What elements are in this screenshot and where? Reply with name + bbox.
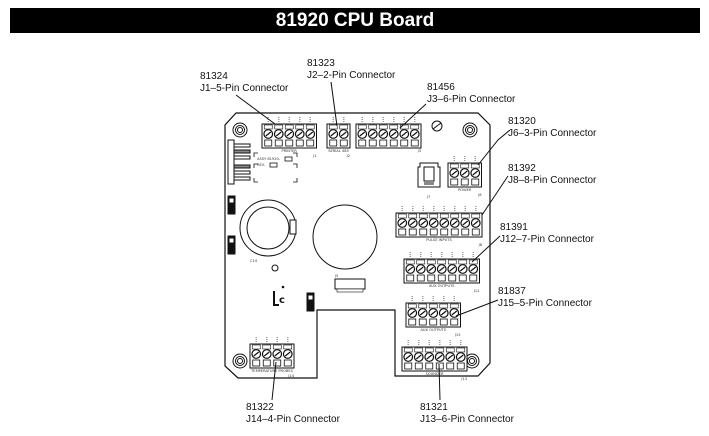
connector-label: J12–7-Pin Connector: [500, 234, 595, 245]
phone-jack-j7: [417, 162, 441, 188]
rev-label: REV-: [257, 163, 266, 167]
capacitor-c14: [239, 199, 297, 257]
screw: [431, 120, 443, 132]
part-number: 81323: [307, 58, 335, 69]
leader-line: [477, 129, 511, 166]
j1-label: J1: [312, 154, 316, 158]
mounting-hole: [232, 353, 248, 369]
connector-label: J2–2-Pin Connector: [307, 70, 396, 81]
mounting-holes: [232, 120, 480, 369]
connector-label: J1–5-Pin Connector: [200, 83, 289, 94]
leader-line: [471, 235, 501, 263]
j5-header: [334, 278, 366, 293]
part-number: 81324: [200, 71, 228, 82]
j12-group-label: AUX OUTPUTS: [429, 284, 455, 288]
j14-group-label: TEMPERATURE PROBES: [250, 369, 293, 373]
j1-group-label: PRINTER: [282, 149, 298, 153]
part-number: 81391: [500, 222, 528, 233]
leader-line: [481, 175, 509, 216]
connector-j12: AUX OUTPUTS J12: [403, 252, 480, 293]
part-number: 81320: [508, 116, 536, 127]
part-number: 81322: [246, 402, 274, 413]
j3-label: J3: [417, 149, 421, 153]
test-point: [271, 264, 279, 272]
part-number: 81392: [508, 163, 536, 174]
connector-j13: SOUNDER J13: [401, 340, 468, 381]
title-bar: 81920 CPU Board: [10, 8, 700, 33]
leader-line: [438, 363, 441, 401]
connector-j3: J3: [355, 117, 422, 153]
leader-line: [271, 361, 277, 401]
j8-group-label: PULSE INPUTS: [426, 238, 452, 242]
j15-group-label: AUX OUTPUTS: [420, 328, 446, 332]
j12-label: J12: [473, 289, 480, 293]
j13-group-label: SOUNDER: [426, 372, 444, 376]
connector-label: J14–4-Pin Connector: [246, 414, 341, 425]
leader-line: [235, 94, 276, 125]
j2-label: J2: [346, 154, 350, 158]
part-number: 81837: [498, 286, 526, 297]
connector-label: J8–8-Pin Connector: [508, 175, 597, 186]
leader-line: [455, 299, 499, 317]
connector-label: J15–5-Pin Connector: [498, 298, 593, 309]
connector-label: J3–6-Pin Connector: [427, 94, 516, 105]
jumpers: [227, 195, 315, 312]
j6-group-label: POWER: [458, 188, 472, 192]
svg-text:c: c: [279, 295, 285, 306]
j5-label: J5: [334, 274, 338, 278]
part-number: 81321: [420, 402, 448, 413]
buzzer: [312, 204, 378, 270]
mounting-hole: [462, 122, 478, 138]
connector-j15: AUX OUTPUTS J15: [405, 296, 461, 337]
j15-label: J15: [454, 333, 461, 337]
board-outline: [224, 112, 491, 379]
lc-logo: c: [273, 285, 285, 306]
c14-label: C14: [250, 259, 258, 263]
leader-line: [399, 103, 427, 129]
part-number: 81456: [427, 82, 455, 93]
connector-j6: POWER J6: [447, 156, 482, 197]
connector-label: J13–6-Pin Connector: [420, 414, 515, 425]
j14-label: J14: [287, 374, 294, 378]
j13-label: J13: [460, 377, 467, 381]
connector-j8: PULSE INPUTS J8: [395, 206, 483, 247]
assy-box: [253, 152, 298, 183]
j8-label: J8: [478, 243, 483, 247]
left-header: [227, 139, 251, 185]
mounting-hole: [232, 122, 248, 138]
connector-j1: PRINTER J1: [261, 117, 317, 158]
j6-label: J6: [477, 193, 482, 197]
connector-label: J6–3-Pin Connector: [508, 128, 597, 139]
page-title: 81920 CPU Board: [275, 9, 435, 31]
j2-group-label: SERIAL 485: [328, 149, 349, 153]
assy-label: ASSY 81920-: [257, 157, 281, 161]
leader-line: [330, 81, 338, 127]
j7-label: J7: [426, 195, 430, 199]
